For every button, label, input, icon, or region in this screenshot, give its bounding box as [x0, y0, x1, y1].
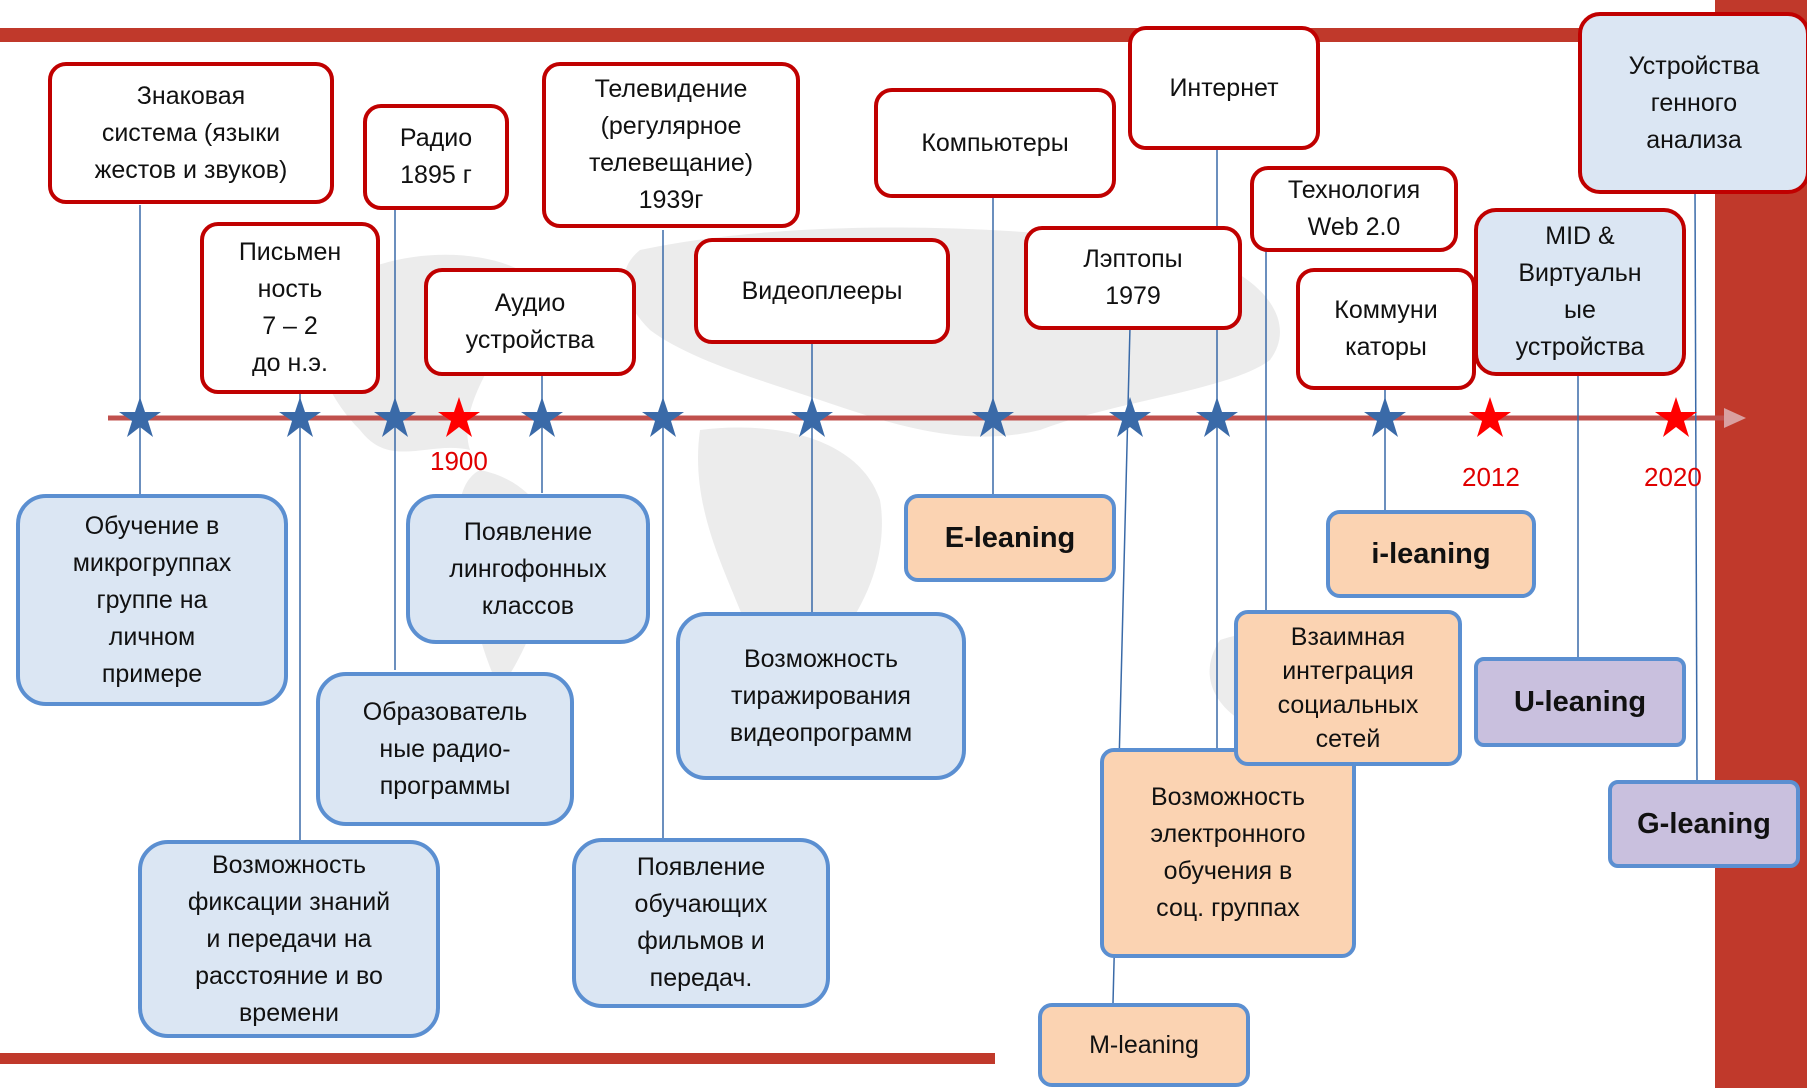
- timeline-stars: [119, 397, 1697, 437]
- year-2020: 2020: [1644, 462, 1702, 492]
- learn-box-m-leaning: M-leaning: [1038, 1003, 1250, 1087]
- tech-box-computers: Компьютеры: [874, 88, 1116, 198]
- tech-box-web20: Технология Web 2.0: [1250, 166, 1458, 252]
- star-communicators: [1364, 397, 1406, 437]
- learn-box-u-leaning: U-leaning: [1474, 657, 1686, 747]
- star-television: [642, 397, 684, 437]
- tech-box-video-players: Видеоплееры: [694, 238, 950, 344]
- frame-top-bar: [0, 28, 1715, 42]
- tech-box-internet: Интернет: [1128, 26, 1320, 150]
- tech-box-laptops: Лэптопы 1979: [1024, 226, 1242, 330]
- tech-box-radio: Радио 1895 г: [363, 104, 509, 210]
- tech-box-sign-system: Знаковая система (языки жестов и звуков): [48, 62, 334, 204]
- tech-box-audio: Аудио устройства: [424, 268, 636, 376]
- tech-box-communicators: Коммуни каторы: [1296, 268, 1476, 390]
- tech-box-television: Телевидение (регулярное телевещание) 193…: [542, 62, 800, 228]
- year-1900: 1900: [430, 446, 488, 476]
- star-computers: [972, 397, 1014, 437]
- frame-bottom-bar: [0, 1053, 995, 1064]
- learn-box-films: Появление обучающих фильмов и передач.: [572, 838, 830, 1008]
- learn-box-i-leaning: i-leaning: [1326, 510, 1536, 598]
- star-2012: [1469, 397, 1511, 437]
- learn-box-video-replication: Возможность тиражирования видеопрограмм: [676, 612, 966, 780]
- tech-box-writing: Письмен ность 7 – 2 до н.э.: [200, 222, 380, 394]
- tech-box-mid: MID & Виртуальн ые устройства: [1474, 208, 1686, 376]
- timeline-arrowhead: [1724, 408, 1746, 428]
- learn-box-social-integration: Взаимная интеграция социальных сетей: [1234, 610, 1462, 766]
- star-video-players: [791, 397, 833, 437]
- learn-box-g-leaning: G-leaning: [1608, 780, 1800, 868]
- star-writing: [279, 397, 321, 437]
- star-radio: [374, 397, 416, 437]
- star-sign-system: [119, 397, 161, 437]
- star-audio: [521, 397, 563, 437]
- map-africa: [698, 427, 882, 672]
- star-laptops: [1109, 397, 1151, 437]
- learn-box-social-groups: Возможность электронного обучения в соц.…: [1100, 748, 1356, 958]
- learn-box-micro-groups: Обучение в микрогруппах группе на личном…: [16, 494, 288, 706]
- learn-box-radio-programs: Образователь ные радио- программы: [316, 672, 574, 826]
- learn-box-knowledge-fixation: Возможность фиксации знаний и передачи н…: [138, 840, 440, 1038]
- star-1900: [438, 397, 480, 437]
- year-2012: 2012: [1462, 462, 1520, 492]
- tech-box-gene: Устройства генного анализа: [1578, 12, 1807, 194]
- learn-box-lingaphone: Появление лингофонных классов: [406, 494, 650, 644]
- star-2020: [1655, 397, 1697, 437]
- learn-box-e-leaning: E-leaning: [904, 494, 1116, 582]
- star-internet: [1196, 397, 1238, 437]
